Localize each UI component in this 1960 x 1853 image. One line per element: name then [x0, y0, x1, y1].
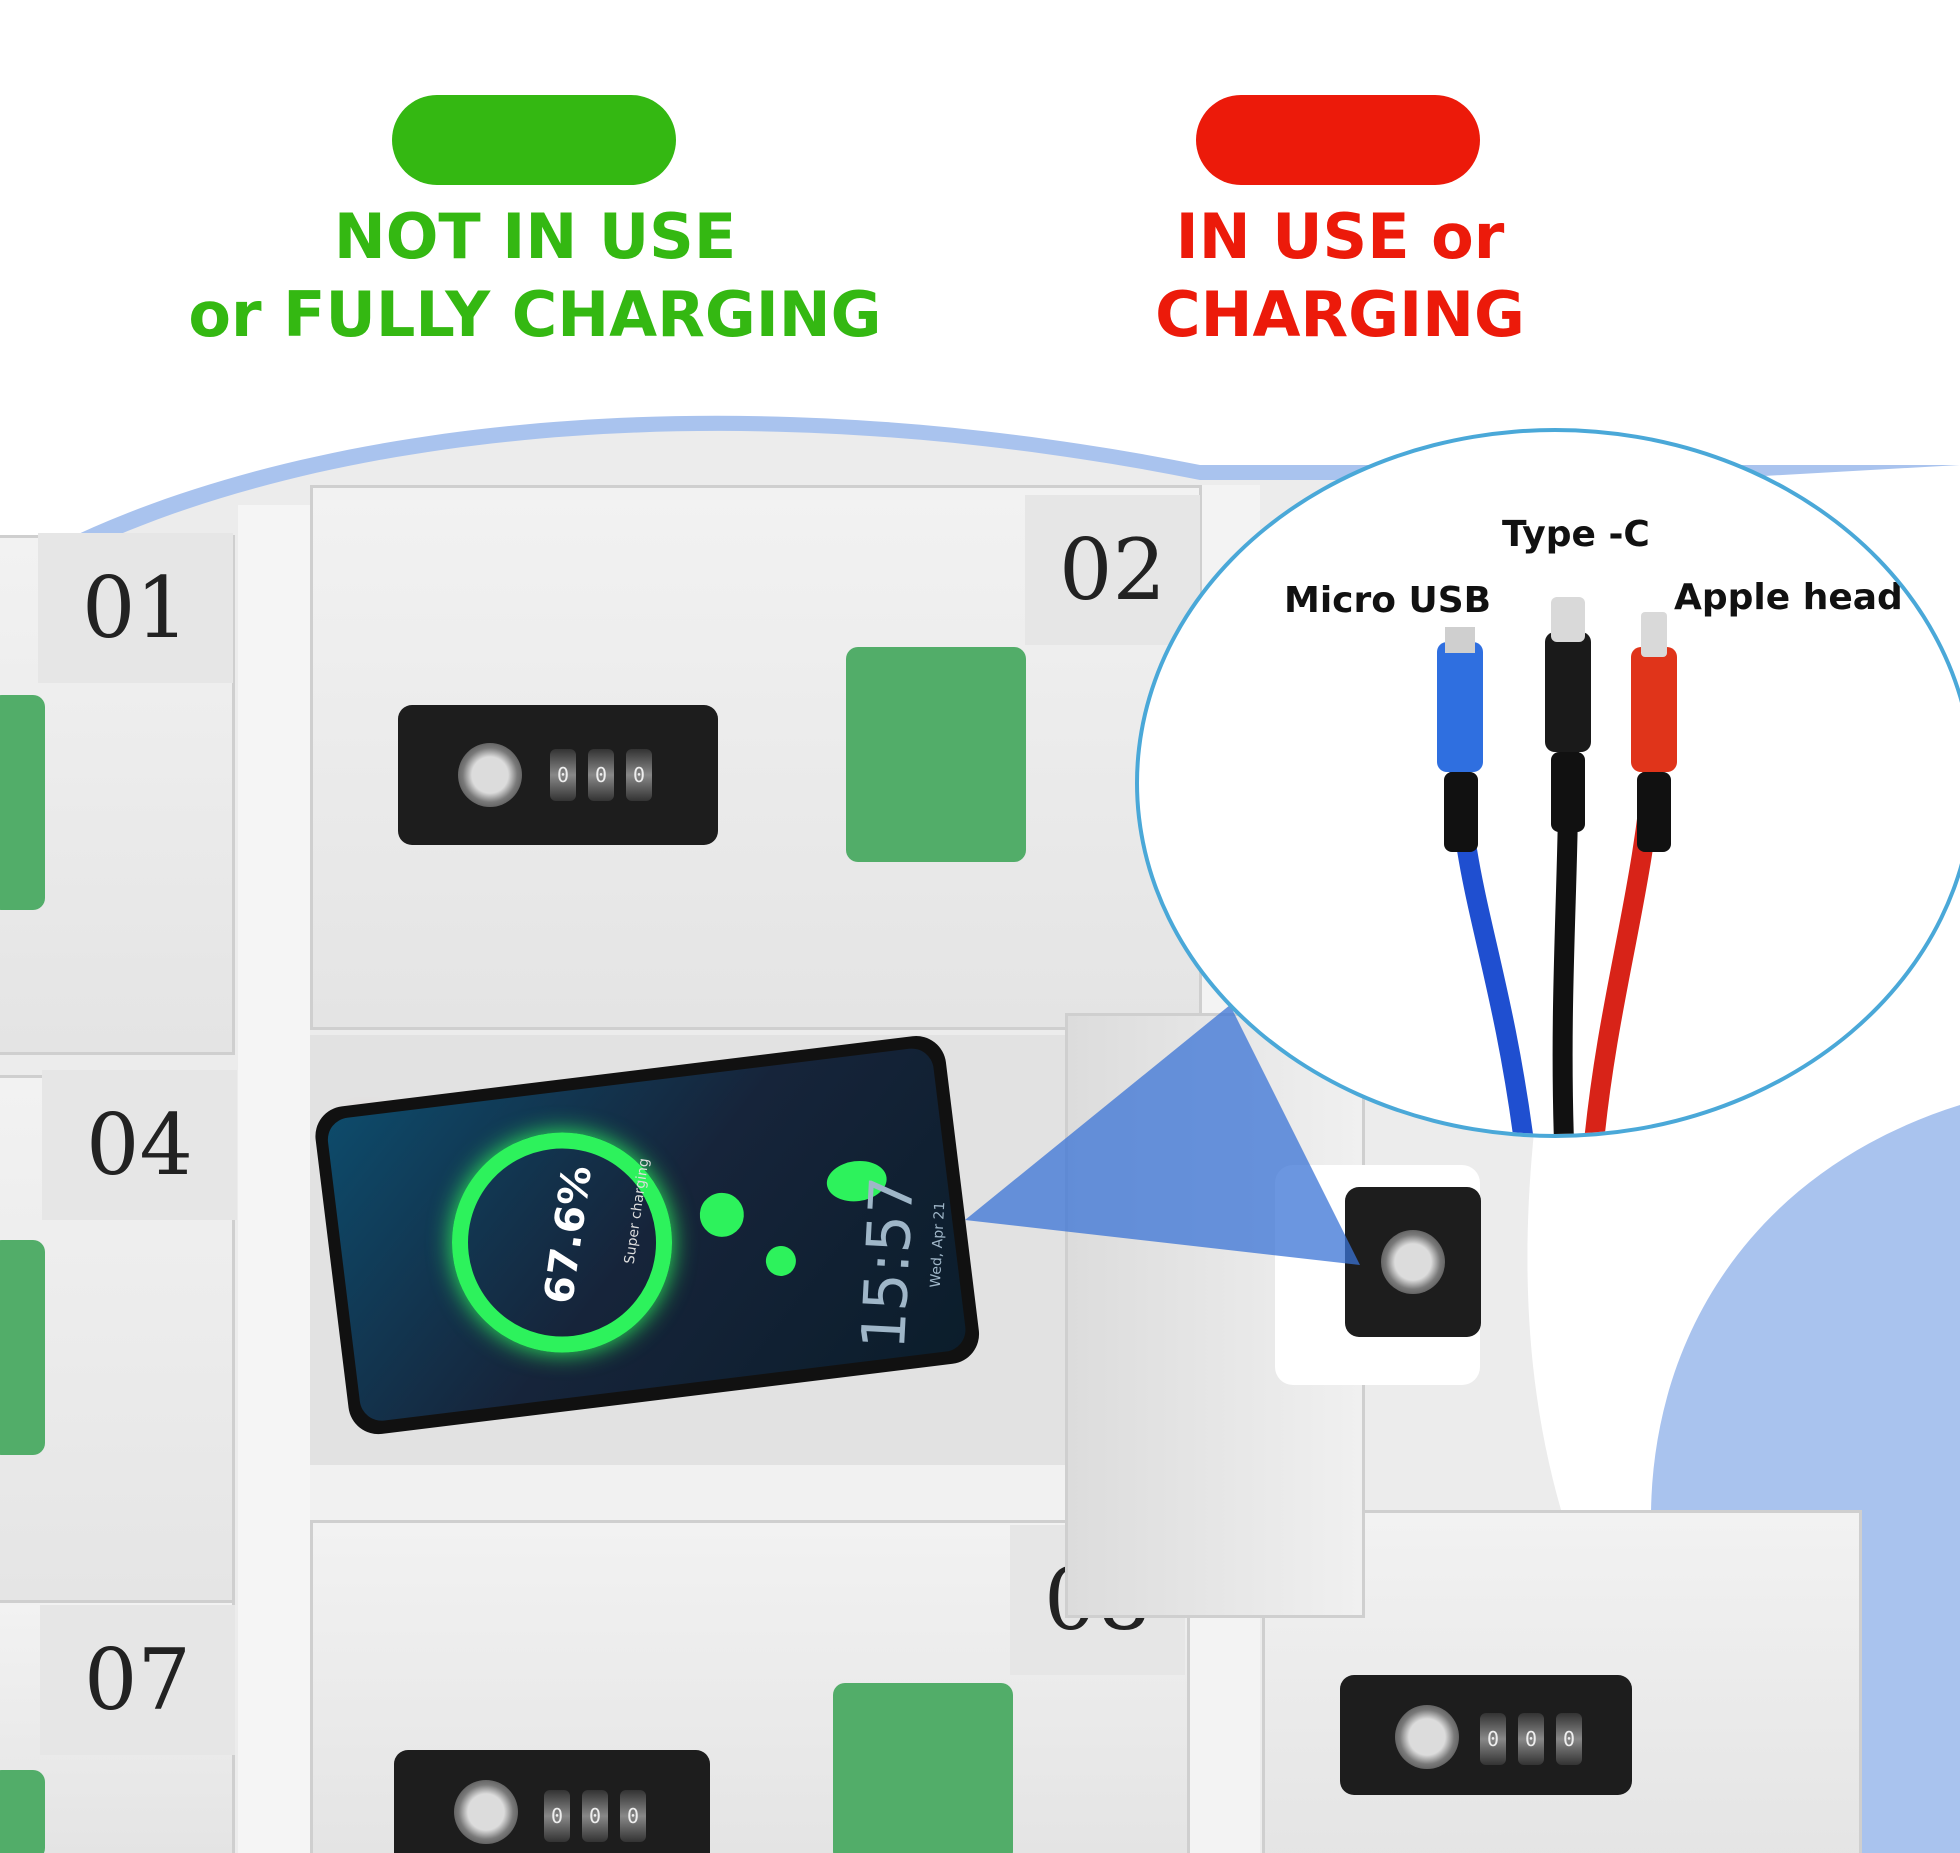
locker-number-01: 01: [38, 533, 233, 683]
occupied-label-line1: IN USE or: [1175, 200, 1505, 273]
dial-wheel[interactable]: 0: [1480, 1713, 1506, 1765]
occupied-indicator-pill: [1196, 95, 1480, 185]
locker-number-02: 02: [1025, 495, 1200, 645]
dial-wheel[interactable]: 0: [1556, 1713, 1582, 1765]
dial-wheel[interactable]: 0: [588, 749, 614, 801]
micro-usb-label: Micro USB: [1284, 580, 1492, 621]
locker-number-07: 07: [40, 1605, 235, 1755]
cable-callout-circle: Micro USB Type -C Apple head: [1135, 428, 1960, 1138]
dial-wheel[interactable]: 0: [582, 1790, 608, 1842]
apple-head-label: Apple head: [1674, 577, 1903, 618]
key-lock-icon: [1395, 1705, 1459, 1769]
locker-status-led-01: [0, 695, 45, 910]
combination-lock-08[interactable]: 0 0 0: [394, 1750, 710, 1853]
occupied-legend-label: IN USE or CHARGING: [1090, 198, 1590, 354]
locker-status-led-02: [846, 647, 1026, 862]
dial-wheel[interactable]: 0: [620, 1790, 646, 1842]
dial-wheel[interactable]: 0: [544, 1790, 570, 1842]
dial-wheel[interactable]: 0: [1518, 1713, 1544, 1765]
combination-lock-right[interactable]: 0 0 0: [1340, 1675, 1632, 1795]
occupied-label-line2: CHARGING: [1155, 278, 1525, 351]
callout-pointer: [965, 1005, 1360, 1265]
key-lock-05[interactable]: [1345, 1187, 1481, 1337]
locker-photo: 01 02 0 0 0 04 07 08 0 0 0 0 0 0: [0, 405, 1960, 1853]
available-label-line1: NOT IN USE: [333, 200, 737, 273]
available-label-line2: or FULLY CHARGING: [188, 278, 882, 351]
combination-lock-02[interactable]: 0 0 0: [398, 705, 718, 845]
dial-wheel[interactable]: 0: [626, 749, 652, 801]
locker-status-led-04: [0, 1240, 45, 1455]
dial-wheel[interactable]: 0: [550, 749, 576, 801]
type-c-label: Type -C: [1502, 514, 1650, 555]
locker-number-04: 04: [42, 1070, 237, 1220]
available-legend-label: NOT IN USE or FULLY CHARGING: [150, 198, 920, 354]
key-lock-icon: [1381, 1230, 1445, 1294]
key-lock-icon: [454, 1780, 518, 1844]
available-indicator-pill: [392, 95, 676, 185]
charging-cables-illustration: [1437, 597, 1677, 1134]
key-lock-icon: [458, 743, 522, 807]
locker-status-led-08: [833, 1683, 1013, 1853]
locker-status-led-07: [0, 1770, 45, 1853]
